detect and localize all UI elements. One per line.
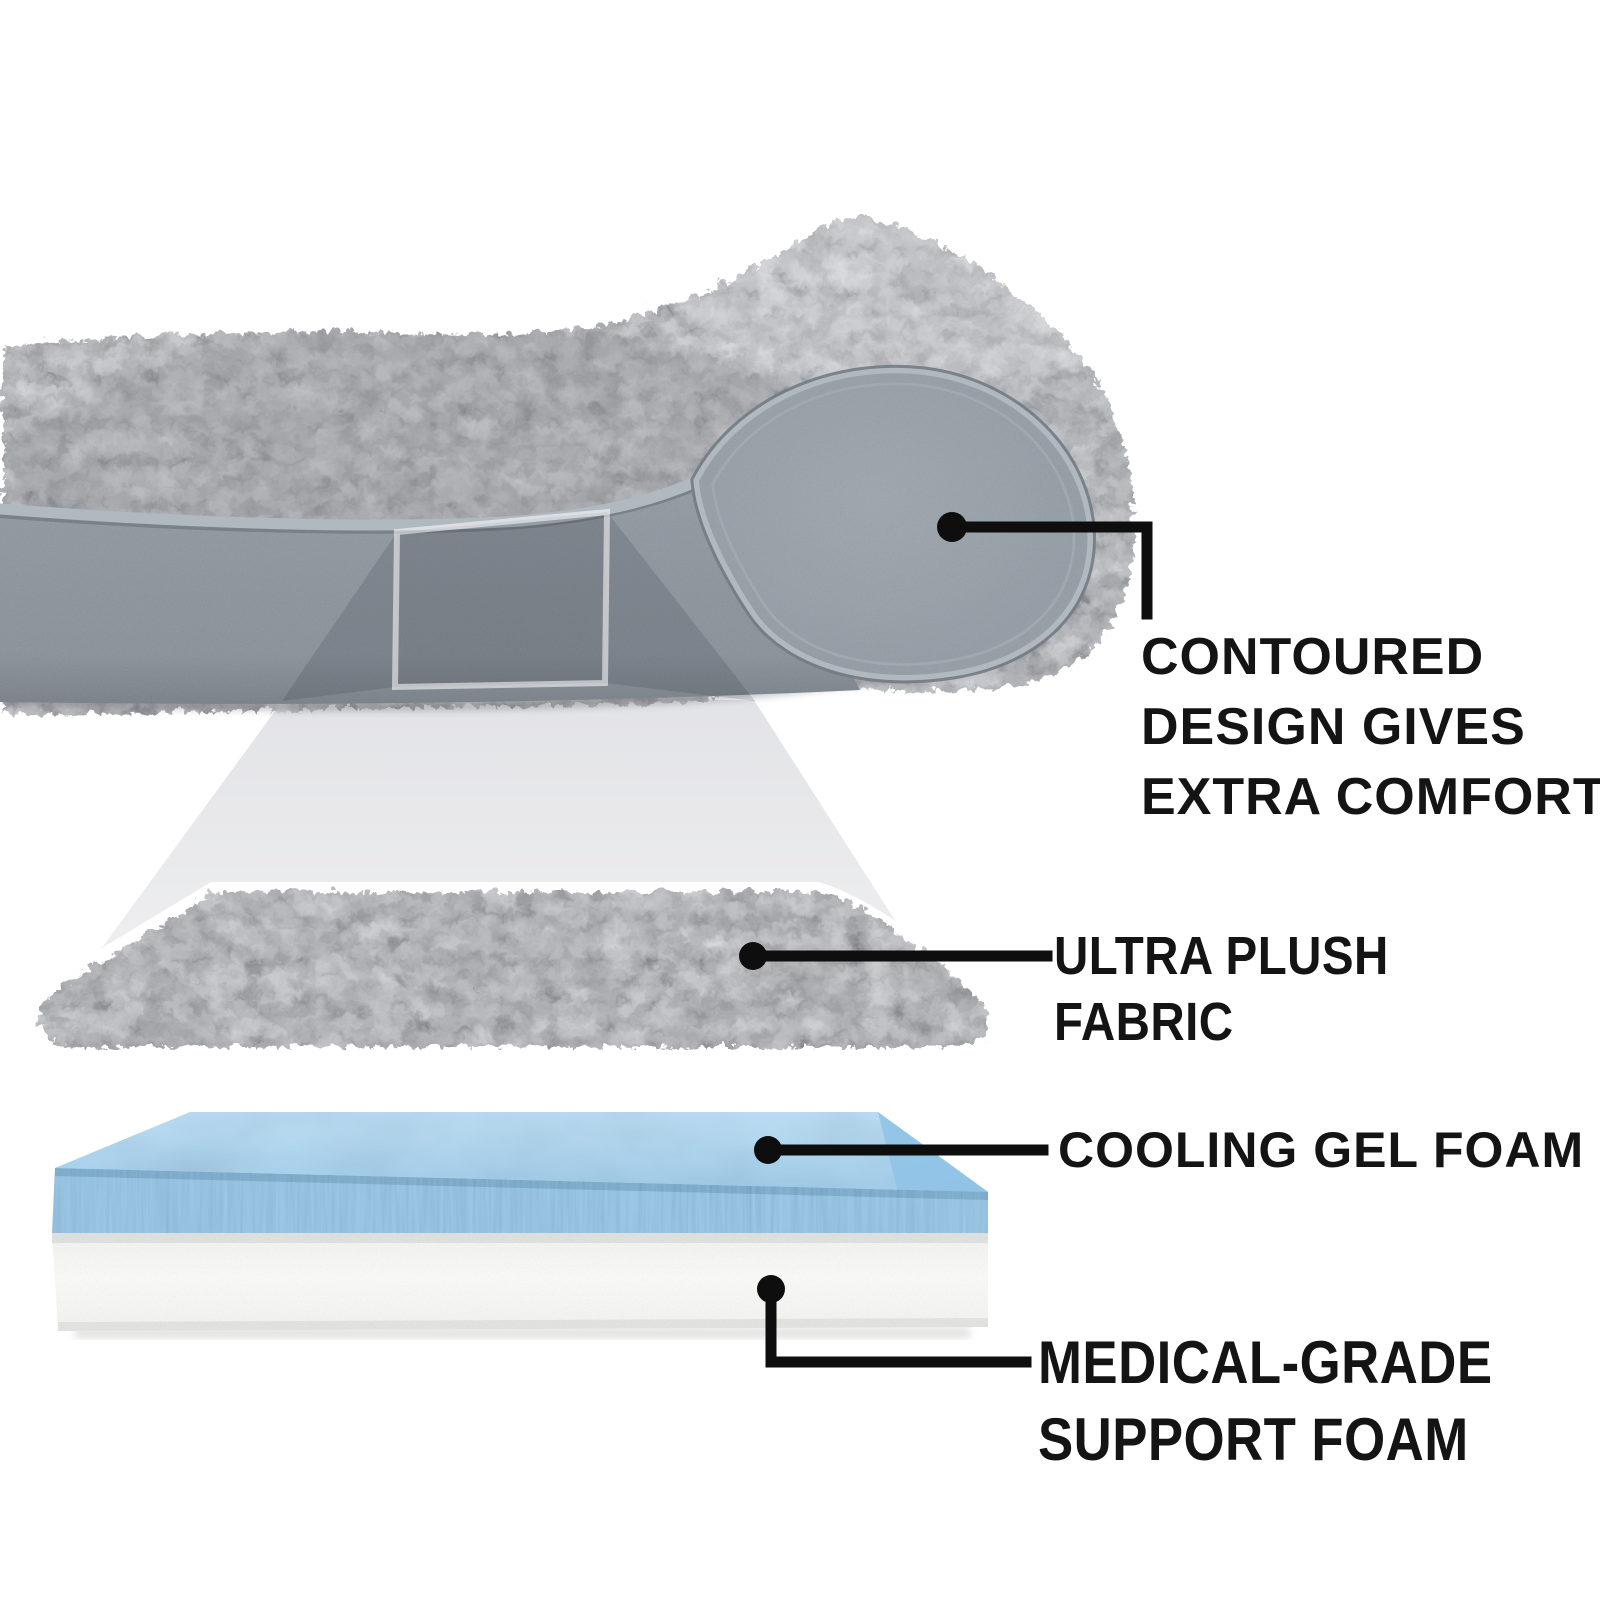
callout-connectors: [739, 512, 1153, 1368]
callout-line: ULTRA PLUSH: [1054, 926, 1389, 986]
foam-block: [52, 1112, 988, 1338]
beam-wedge-left: [282, 532, 397, 701]
callout-label-support-foam: MEDICAL-GRADE SUPPORT FOAM: [1038, 1324, 1493, 1478]
connector-plush: [739, 942, 1053, 970]
teardrop-inner-seam: [711, 382, 1076, 666]
callout-label-ultra-plush: ULTRA PLUSH FABRIC: [1054, 923, 1389, 1055]
highlight-square: [391, 508, 611, 691]
callout-label-contoured: CONTOURED DESIGN GIVES EXTRA COMFORT: [1141, 622, 1600, 832]
connector-gel: [754, 1136, 1049, 1164]
support-foam-front-face: [52, 1233, 988, 1331]
callout-line: EXTRA COMFORT: [1141, 768, 1600, 826]
callout-line: SUPPORT FOAM: [1038, 1406, 1469, 1473]
callout-line: DESIGN GIVES: [1141, 698, 1526, 756]
callout-line: FABRIC: [1054, 992, 1234, 1052]
callout-line: MEDICAL-GRADE: [1038, 1329, 1493, 1396]
callout-label-cooling-gel: COOLING GEL FOAM: [1058, 1120, 1584, 1180]
seam-piping-shadow: [0, 485, 701, 534]
connector-support: [757, 1275, 1032, 1368]
callout-line: COOLING GEL FOAM: [1058, 1122, 1585, 1178]
plush-fabric-swatch: [29, 882, 993, 1051]
callout-line: CONTOURED: [1141, 628, 1485, 686]
beam-wedge-right: [605, 512, 755, 701]
magnified-region: [282, 508, 755, 701]
connector-contoured: [937, 512, 1153, 620]
foam-shadow: [75, 1328, 970, 1338]
